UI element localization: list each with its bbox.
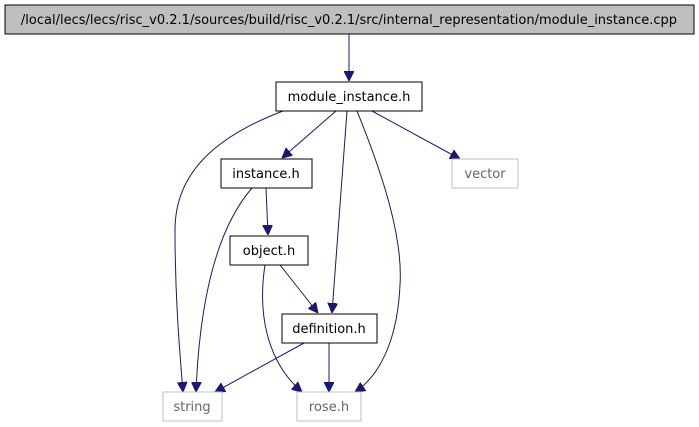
- node-module-instance-h[interactable]: module_instance.h: [275, 81, 423, 112]
- edge-definition-to-string: [215, 342, 305, 392]
- node-object-h[interactable]: object.h: [229, 235, 309, 266]
- node-vector-label: vector: [464, 167, 506, 182]
- edge-module-instance-to-definition: [332, 110, 348, 313]
- edge-object-to-rose: [262, 264, 302, 392]
- node-vector-box: [451, 158, 519, 189]
- node-definition-h-box: [281, 313, 378, 344]
- node-module-instance-h-label: module_instance.h: [288, 90, 411, 105]
- edge-object-to-definition: [279, 264, 318, 313]
- node-string-box: [162, 391, 223, 422]
- edge-module-instance-to-instance: [282, 110, 337, 158]
- node-string[interactable]: string: [162, 391, 223, 422]
- node-rose-h-label: rose.h: [309, 400, 349, 415]
- edge-module-instance-to-vector: [371, 110, 460, 159]
- node-root[interactable]: /local/lecs/lecs/risc_v0.2.1/sources/bui…: [4, 4, 695, 35]
- node-definition-h[interactable]: definition.h: [281, 313, 378, 344]
- node-root-box: [4, 4, 695, 35]
- nodes: /local/lecs/lecs/risc_v0.2.1/sources/bui…: [4, 4, 695, 422]
- edge-module-instance-to-string: [174, 110, 284, 392]
- node-object-h-label: object.h: [243, 244, 295, 259]
- node-rose-h-box: [296, 391, 362, 422]
- node-instance-h[interactable]: instance.h: [220, 158, 313, 189]
- edge-module-instance-to-rose: [355, 110, 401, 392]
- edge-instance-to-string: [196, 187, 253, 392]
- node-definition-h-label: definition.h: [292, 322, 366, 337]
- node-object-h-box: [229, 235, 309, 266]
- node-module-instance-h-box: [275, 81, 423, 112]
- node-root-label: /local/lecs/lecs/risc_v0.2.1/sources/bui…: [21, 13, 677, 28]
- node-instance-h-label: instance.h: [232, 167, 299, 182]
- edge-instance-to-object: [266, 187, 268, 235]
- node-instance-h-box: [220, 158, 313, 189]
- node-string-label: string: [173, 400, 210, 415]
- edges: [174, 34, 460, 392]
- node-vector[interactable]: vector: [451, 158, 519, 189]
- node-rose-h[interactable]: rose.h: [296, 391, 362, 422]
